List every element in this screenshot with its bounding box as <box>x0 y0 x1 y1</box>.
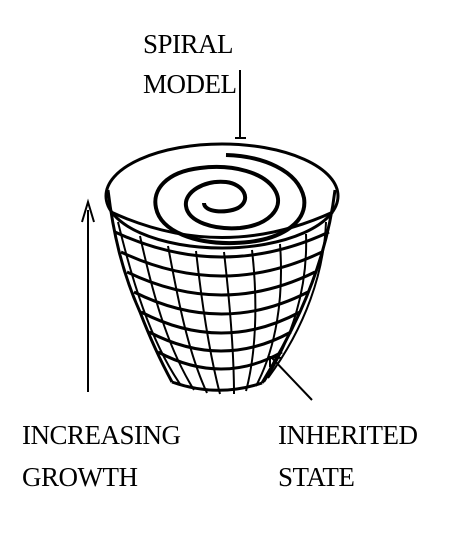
title-line-1: SPIRAL <box>143 29 233 59</box>
spiral-icon <box>153 153 307 246</box>
cone-top-rim <box>104 142 340 250</box>
left-label-line-2: GROWTH <box>22 462 137 492</box>
right-label-line-1: INHERITED <box>278 420 417 450</box>
increasing-growth-arrow-icon <box>81 198 95 392</box>
title-line-2: MODEL <box>143 69 237 99</box>
inherited-state-pointer <box>269 355 313 401</box>
right-label-line-2: STATE <box>278 462 354 492</box>
cone-body <box>106 189 337 395</box>
left-label-line-1: INCREASING <box>22 420 181 450</box>
